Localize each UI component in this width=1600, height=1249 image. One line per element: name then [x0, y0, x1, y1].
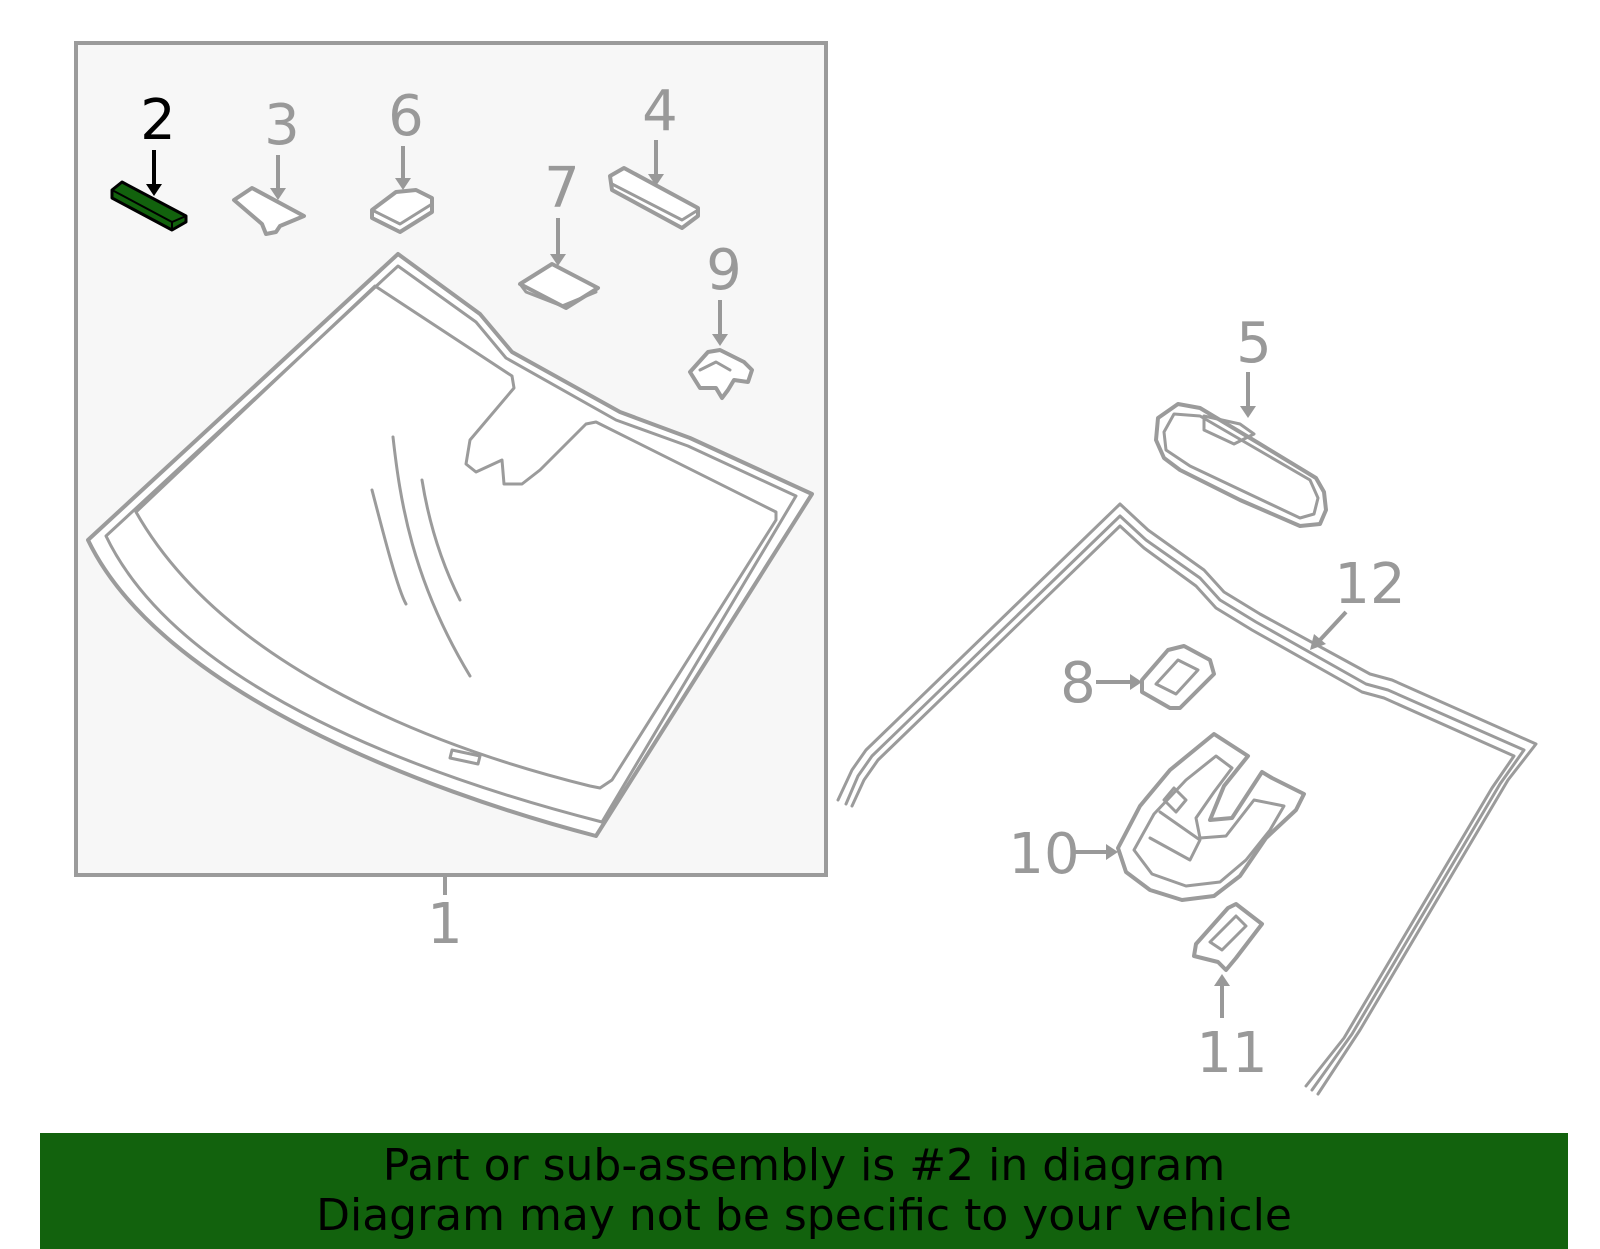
part-11[interactable]	[1192, 902, 1264, 972]
callout-label-1: 1	[427, 892, 463, 957]
part-12-moulding[interactable]	[836, 502, 1538, 1096]
callout-2-arrowhead	[146, 184, 162, 196]
part-2-highlighted[interactable]	[110, 180, 188, 232]
banner-line-part: Part or sub-assembly is #2 in diagram	[382, 1140, 1226, 1191]
part-1-windshield[interactable]	[86, 252, 814, 838]
callout-label-4: 4	[642, 79, 678, 144]
info-banner: Part or sub-assembly is #2 in diagram Di…	[40, 1133, 1568, 1249]
callout-label-2: 2	[140, 88, 176, 153]
part-9[interactable]	[688, 348, 754, 400]
part-6[interactable]	[370, 188, 434, 234]
callout-label-10: 10	[1008, 822, 1079, 887]
callout-label-11: 11	[1196, 1021, 1267, 1086]
part-3[interactable]	[232, 186, 306, 236]
callout-label-5: 5	[1236, 311, 1272, 376]
part-5-mirror[interactable]	[1154, 402, 1328, 528]
part-10-bracket[interactable]	[1116, 732, 1306, 902]
callout-label-6: 6	[388, 84, 424, 149]
callout-label-9: 9	[706, 238, 742, 303]
callout-label-12: 12	[1334, 552, 1405, 617]
callout-12-arrow	[1318, 610, 1348, 642]
part-8[interactable]	[1140, 644, 1216, 710]
banner-line-disclaimer: Diagram may not be specific to your vehi…	[316, 1190, 1292, 1241]
callout-label-3: 3	[264, 93, 300, 158]
callout-label-7: 7	[544, 156, 580, 221]
part-7[interactable]	[518, 262, 600, 310]
callout-label-8: 8	[1060, 651, 1096, 716]
part-4[interactable]	[608, 166, 700, 230]
